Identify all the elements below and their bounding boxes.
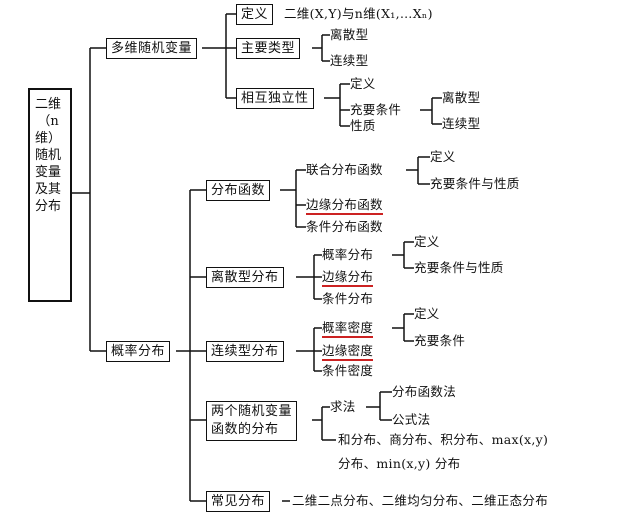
root-topic: 二维（n维）随机变量及其分布 bbox=[34, 97, 61, 214]
special-distributions-line1: 和分布、商分布、积分布、max(x,y) bbox=[338, 432, 549, 447]
df-condition-property: 充要条件与性质 bbox=[430, 176, 520, 191]
common-distributions-text: 二维二点分布、二维均匀分布、二维正态分布 bbox=[292, 493, 549, 508]
discrete-condition-property: 充要条件与性质 bbox=[414, 260, 504, 275]
discrete-conditional-distribution: 条件分布 bbox=[322, 291, 374, 306]
independence-discrete: 离散型 bbox=[442, 90, 481, 105]
node-probability-distribution: 概率分布 bbox=[106, 341, 171, 362]
independence-definition: 定义 bbox=[350, 76, 376, 91]
conditional-distribution-function: 条件分布函数 bbox=[306, 219, 383, 234]
discrete-marginal-distribution: 边缘分布 bbox=[322, 269, 374, 287]
continuous-marginal-density: 边缘密度 bbox=[322, 343, 374, 361]
node-discrete-distribution: 离散型分布 bbox=[206, 267, 284, 288]
node-function-of-two-variables: 两个随机变量 函数的分布 bbox=[206, 401, 298, 441]
independence-continuous: 连续型 bbox=[442, 116, 481, 131]
definition-text: 二维(X,Y)与n维(X₁,…Xₙ) bbox=[284, 6, 433, 21]
continuous-conditional-density: 条件密度 bbox=[322, 363, 374, 378]
method-formula: 公式法 bbox=[392, 412, 431, 427]
independence-property: 性质 bbox=[350, 118, 376, 133]
node-common-distributions: 常见分布 bbox=[206, 491, 271, 512]
solution-method: 求法 bbox=[330, 399, 356, 414]
discrete-probability-distribution: 概率分布 bbox=[322, 247, 374, 262]
node-independence: 相互独立性 bbox=[236, 88, 314, 109]
node-distribution-function: 分布函数 bbox=[206, 180, 271, 201]
node-main-types: 主要类型 bbox=[236, 38, 301, 59]
continuous-definition: 定义 bbox=[414, 306, 440, 321]
function-node-line2: 函数的分布 bbox=[211, 422, 279, 437]
joint-distribution-function: 联合分布函数 bbox=[306, 162, 383, 177]
method-distribution-function: 分布函数法 bbox=[392, 384, 457, 399]
main-type-continuous: 连续型 bbox=[330, 53, 369, 68]
independence-condition: 充要条件 bbox=[350, 102, 402, 117]
main-type-discrete: 离散型 bbox=[330, 27, 369, 42]
node-multivariate-random-variable: 多维随机变量 bbox=[106, 38, 198, 59]
node-definition: 定义 bbox=[236, 4, 274, 25]
special-distributions-line2: 分布、min(x,y) 分布 bbox=[338, 456, 461, 471]
marginal-distribution-function: 边缘分布函数 bbox=[306, 197, 383, 215]
node-continuous-distribution: 连续型分布 bbox=[206, 341, 284, 362]
discrete-definition: 定义 bbox=[414, 234, 440, 249]
root-topic-box bbox=[28, 88, 72, 302]
function-node-line1: 两个随机变量 bbox=[211, 404, 293, 419]
continuous-condition: 充要条件 bbox=[414, 333, 466, 348]
continuous-probability-density: 概率密度 bbox=[322, 320, 374, 338]
df-definition: 定义 bbox=[430, 149, 456, 164]
